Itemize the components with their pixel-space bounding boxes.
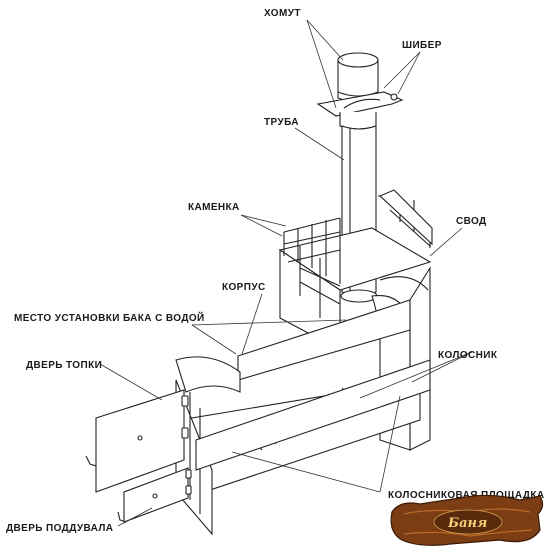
label-kolosnik: КОЛОСНИК xyxy=(438,350,498,361)
label-svod: СВОД xyxy=(456,216,487,227)
stove-body xyxy=(85,189,433,536)
label-korpus: КОРПУС xyxy=(222,282,266,293)
label-kamenka: КАМЕНКА xyxy=(188,202,240,213)
label-shiber: ШИБЕР xyxy=(402,40,442,51)
label-dver-topki: ДВЕРЬ ТОПКИ xyxy=(26,360,102,371)
logo-text: Баня xyxy=(447,516,487,531)
label-mesto-baka: МЕСТО УСТАНОВКИ БАКА С ВОДОЙ xyxy=(14,311,205,324)
labels: ХОМУТ ШИБЕР ТРУБА КАМЕНКА СВОД КОРПУС МЕ… xyxy=(6,8,544,534)
leader-lines xyxy=(99,19,473,527)
label-khomut: ХОМУТ xyxy=(264,8,301,19)
label-truba: ТРУБА xyxy=(264,117,299,128)
label-kolosnikovaya-ploshchadka: КОЛОСНИКОВАЯ ПЛОЩАДКА xyxy=(388,490,544,501)
banya-logo: Баня xyxy=(390,494,544,546)
label-dver-poddyvala: ДВЕРЬ ПОДДУВАЛА xyxy=(6,523,113,534)
